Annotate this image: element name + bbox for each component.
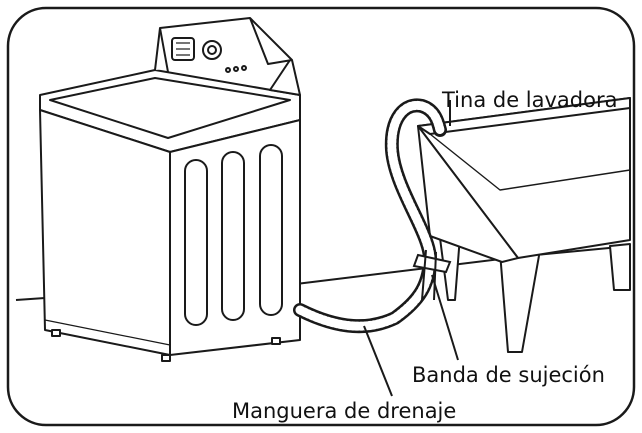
washer-panel-ridge	[259, 144, 283, 316]
tub-leg	[609, 243, 631, 291]
label-clamp: Banda de sujeción	[412, 363, 605, 387]
leader-lines	[363, 100, 459, 397]
washer-foot	[271, 337, 281, 345]
tub-rim	[417, 97, 631, 135]
label-hose: Manguera de drenaje	[232, 399, 456, 423]
washer-foot	[51, 329, 61, 337]
washer	[39, 17, 301, 362]
washer-foot	[161, 354, 171, 362]
washer-panel-ridge	[221, 151, 245, 321]
leader-clamp	[431, 274, 459, 361]
washer-front	[39, 109, 171, 356]
tub-front	[417, 125, 519, 263]
washer-panel-ridge	[184, 159, 208, 326]
drain-hose-inner	[295, 100, 445, 331]
drain-hose	[293, 98, 447, 334]
laundry-tub	[417, 97, 631, 353]
clamp-strap	[412, 249, 452, 301]
label-tub: Tina de lavadora	[441, 88, 617, 112]
leader-hose	[363, 325, 393, 397]
